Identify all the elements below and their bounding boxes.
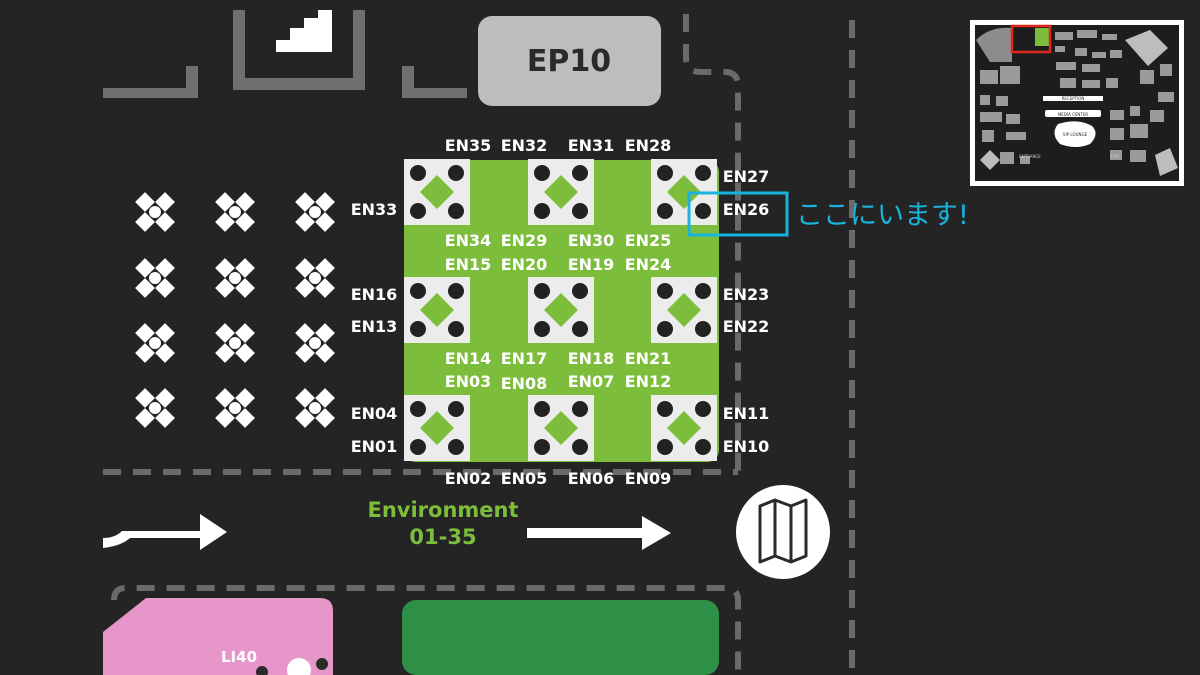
seating-cluster xyxy=(295,192,335,232)
highlight-box xyxy=(687,191,789,237)
booth-label[interactable]: EN26 xyxy=(723,200,770,219)
booth-label[interactable]: EN30 xyxy=(568,231,615,250)
environment-block xyxy=(404,159,719,462)
minimap-current-view xyxy=(1010,24,1052,54)
stairs-icon xyxy=(276,10,332,52)
booth-label[interactable]: EN24 xyxy=(625,255,672,274)
booth-label[interactable]: EN23 xyxy=(723,285,770,304)
map-button[interactable] xyxy=(736,485,830,579)
booth-label[interactable]: EN11 xyxy=(723,404,770,423)
booth-label[interactable]: EN32 xyxy=(501,136,548,155)
arrow-right-icon xyxy=(103,514,227,550)
booth-label[interactable]: EN15 xyxy=(445,255,492,274)
seating-cluster xyxy=(135,388,175,428)
zone-title: Environment xyxy=(367,498,518,522)
seating-cluster xyxy=(215,192,255,232)
booth-label[interactable]: EN35 xyxy=(445,136,492,155)
booth-pod[interactable] xyxy=(528,159,594,225)
green-booth[interactable] xyxy=(402,600,719,675)
booth-pod[interactable] xyxy=(528,395,594,461)
minimap-vip-lounge: VIP LOUNGE xyxy=(1063,132,1088,137)
booth-pod[interactable] xyxy=(528,277,594,343)
booth-li40[interactable]: LI40 xyxy=(103,598,333,675)
seating-cluster xyxy=(135,192,175,232)
booth-pod[interactable] xyxy=(404,277,470,343)
booth-pod[interactable] xyxy=(651,395,717,461)
booth-label[interactable]: EN10 xyxy=(723,437,770,456)
seating-cluster xyxy=(135,258,175,298)
booth-label[interactable]: EN07 xyxy=(568,372,615,391)
seating-cluster xyxy=(295,323,335,363)
booth-li40-label: LI40 xyxy=(221,648,257,666)
minimap-reception: RECEPTION xyxy=(1062,96,1085,101)
booth-label[interactable]: EN29 xyxy=(501,231,548,250)
zone-range: 01-35 xyxy=(409,525,476,549)
booth-label[interactable]: EN21 xyxy=(625,349,672,368)
booth-label[interactable]: EN33 xyxy=(351,200,398,219)
booth-pod[interactable] xyxy=(651,159,717,225)
booth-pod[interactable] xyxy=(404,159,470,225)
map-icon xyxy=(758,498,808,564)
booth-label[interactable]: EN22 xyxy=(723,317,770,336)
booth-label[interactable]: EN12 xyxy=(625,372,672,391)
booth-label[interactable]: EN13 xyxy=(351,317,398,336)
minimap-media-center: MEDIA CENTER xyxy=(1058,112,1089,117)
seating-cluster xyxy=(295,258,335,298)
booth-pod[interactable] xyxy=(651,277,717,343)
booth-label[interactable]: EN19 xyxy=(568,255,615,274)
booth-label[interactable]: EN31 xyxy=(568,136,615,155)
seating-cluster xyxy=(295,388,335,428)
booth-label[interactable]: EN20 xyxy=(501,255,548,274)
booth-label[interactable]: EN28 xyxy=(625,136,672,155)
seating-cluster xyxy=(215,388,255,428)
booth-label[interactable]: EN03 xyxy=(445,372,492,391)
booth-label[interactable]: EN16 xyxy=(351,285,398,304)
minimap-exit: EXIT xyxy=(1111,154,1120,159)
arrow-right-icon xyxy=(527,516,671,550)
booth-label[interactable]: EN25 xyxy=(625,231,672,250)
booth-label[interactable]: EN08 xyxy=(501,374,548,393)
booth-label[interactable]: EN18 xyxy=(568,349,615,368)
booth-label[interactable]: EN27 xyxy=(723,167,770,186)
booth-label[interactable]: EN06 xyxy=(568,469,615,488)
aisle-dashes xyxy=(103,14,855,675)
booth-label[interactable]: EN01 xyxy=(351,437,398,456)
seating-cluster xyxy=(215,258,255,298)
booth-pod[interactable] xyxy=(404,395,470,461)
wall-segments xyxy=(103,10,467,98)
booth-label[interactable]: EN17 xyxy=(501,349,548,368)
you-are-here-annotation: ここにいます! xyxy=(796,200,969,231)
minimap[interactable]: RECEPTION MEDIA CENTER VIP LOUNGE ENTRAN… xyxy=(970,20,1184,186)
booth-ep10-label: EP10 xyxy=(527,44,611,79)
booth-ep10[interactable]: EP10 xyxy=(478,16,661,106)
booth-label[interactable]: EN09 xyxy=(625,469,672,488)
seating-area xyxy=(135,192,335,428)
booth-label[interactable]: EN02 xyxy=(445,469,492,488)
booth-label[interactable]: EN34 xyxy=(445,231,492,250)
booth-label[interactable]: EN05 xyxy=(501,469,548,488)
minimap-entrance: ENTRANCE xyxy=(1019,154,1041,159)
seating-cluster xyxy=(135,323,175,363)
booth-label[interactable]: EN04 xyxy=(351,404,398,423)
seating-cluster xyxy=(215,323,255,363)
booth-label[interactable]: EN14 xyxy=(445,349,492,368)
